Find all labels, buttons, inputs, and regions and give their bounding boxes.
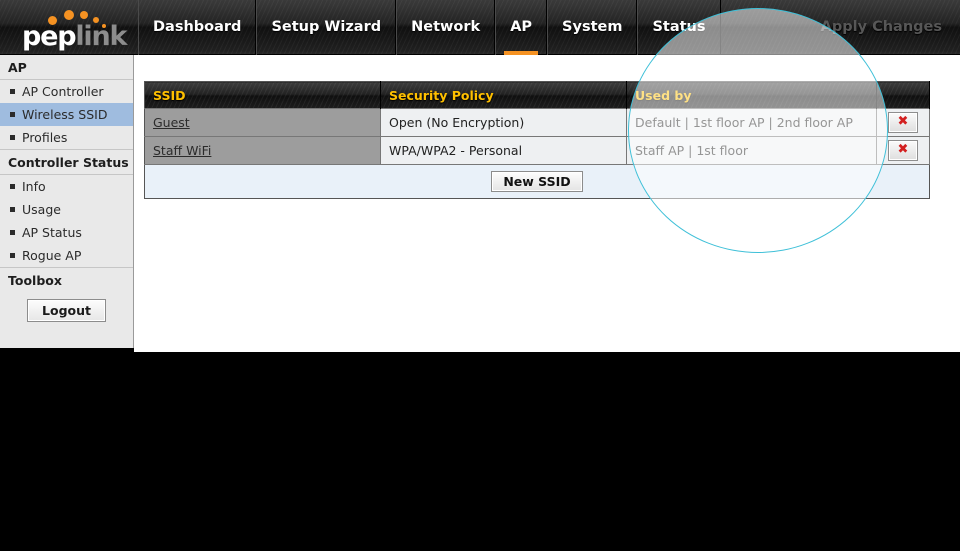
sidebar-item-wireless-ssid[interactable]: Wireless SSID (0, 103, 133, 126)
table-header-row: SSID Security Policy Used by (144, 81, 930, 109)
apply-changes-button[interactable]: Apply Changes (820, 19, 942, 35)
sidebar-item-rogue-ap[interactable]: Rogue AP (0, 244, 133, 267)
nav-item-dashboard[interactable]: Dashboard (138, 0, 257, 55)
cell-used-by: Default | 1st floor AP | 2nd floor AP (626, 108, 877, 137)
ssid-link-staff-wifi[interactable]: Staff WiFi (153, 143, 212, 158)
sidebar-group-toolbox: Toolbox Logout (0, 268, 133, 322)
sidebar-heading-controller-status: Controller Status (0, 150, 133, 175)
nav-item-system[interactable]: System (547, 0, 638, 55)
sidebar-item-usage[interactable]: Usage (0, 198, 133, 221)
nav-item-ap[interactable]: AP (495, 0, 548, 55)
cell-delete: ✖ (876, 136, 930, 165)
logo-dot-3 (80, 11, 88, 19)
cell-new-ssid: New SSID (144, 164, 930, 199)
cell-ssid: Guest (144, 108, 381, 137)
logo-dot-2 (64, 10, 74, 20)
logout-button[interactable]: Logout (27, 299, 106, 322)
bullet-icon (10, 253, 15, 258)
sidebar-item-label: Usage (22, 202, 61, 217)
sidebar-item-label: AP Status (22, 225, 82, 240)
bullet-icon (10, 89, 15, 94)
cell-used-by: Staff AP | 1st floor (626, 136, 877, 165)
column-header-actions (876, 81, 930, 109)
logo-text-link: link (75, 21, 127, 52)
cell-ssid: Staff WiFi (144, 136, 381, 165)
sidebar-group-ap: AP AP Controller Wireless SSID Profiles (0, 55, 133, 150)
sidebar-item-label: Rogue AP (22, 248, 82, 263)
table-row: Staff WiFi WPA/WPA2 - Personal Staff AP … (144, 136, 930, 165)
top-navigation-bar: peplink Dashboard Setup Wizard Network A… (0, 0, 960, 55)
logo-dot-4 (93, 17, 99, 23)
delete-row-button[interactable]: ✖ (888, 140, 918, 161)
nav-item-setup-wizard[interactable]: Setup Wizard (256, 0, 397, 55)
sidebar-heading-toolbox: Toolbox (8, 273, 62, 288)
logo-dot-5 (102, 24, 106, 28)
logo-dot-1 (48, 16, 57, 25)
ssid-link-guest[interactable]: Guest (153, 115, 190, 130)
main-menu: Dashboard Setup Wizard Network AP System… (138, 0, 721, 55)
nav-item-status[interactable]: Status (637, 0, 721, 55)
cell-security-policy: Open (No Encryption) (380, 108, 627, 137)
wireless-ssid-table: SSID Security Policy Used by Guest Open … (144, 81, 930, 199)
table-row: Guest Open (No Encryption) Default | 1st… (144, 108, 930, 137)
sidebar-item-label: AP Controller (22, 84, 104, 99)
cell-delete: ✖ (876, 108, 930, 137)
sidebar-item-info[interactable]: Info (0, 175, 133, 198)
column-header-security-policy: Security Policy (380, 81, 627, 109)
sidebar-group-controller-status: Controller Status Info Usage AP Status R… (0, 150, 133, 268)
ap-deployment-diagram (0, 352, 960, 551)
bullet-icon (10, 230, 15, 235)
sidebar-heading-ap: AP (0, 55, 133, 80)
sidebar-item-label: Wireless SSID (22, 107, 108, 122)
nav-item-network[interactable]: Network (396, 0, 496, 55)
cell-security-policy: WPA/WPA2 - Personal (380, 136, 627, 165)
sidebar-footer: Logout (0, 292, 133, 322)
sidebar-item-ap-controller[interactable]: AP Controller (0, 80, 133, 103)
main-content: SSID Security Policy Used by Guest Open … (134, 55, 960, 352)
new-ssid-button[interactable]: New SSID (491, 171, 583, 192)
bullet-icon (10, 112, 15, 117)
column-header-used-by: Used by (626, 81, 877, 109)
left-sidebar: AP AP Controller Wireless SSID Profiles … (0, 55, 134, 348)
delete-row-button[interactable]: ✖ (888, 112, 918, 133)
sidebar-item-ap-status[interactable]: AP Status (0, 221, 133, 244)
peplink-logo[interactable]: peplink (22, 5, 132, 51)
sidebar-item-label: Profiles (22, 130, 68, 145)
table-footer-row: New SSID (144, 164, 930, 199)
sidebar-item-profiles[interactable]: Profiles (0, 126, 133, 149)
column-header-ssid: SSID (144, 81, 381, 109)
logo-text-pep: pep (22, 21, 77, 52)
sidebar-item-label: Info (22, 179, 46, 194)
bullet-icon (10, 184, 15, 189)
bullet-icon (10, 207, 15, 212)
bullet-icon (10, 135, 15, 140)
